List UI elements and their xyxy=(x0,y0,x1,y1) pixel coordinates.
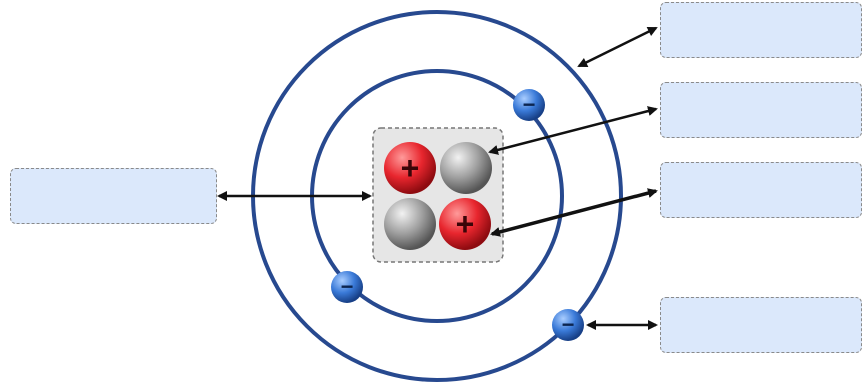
electron-inner-bottom: − xyxy=(331,271,363,303)
label-box-proton[interactable] xyxy=(660,162,862,218)
label-box-electron[interactable] xyxy=(660,297,862,353)
neutron-bottom-left xyxy=(384,198,436,250)
electron-minus-sign: − xyxy=(562,312,575,337)
arrow-outer-shell xyxy=(577,26,658,68)
label-box-neutron[interactable] xyxy=(660,82,862,138)
arrow-proton xyxy=(490,188,658,237)
proton-bottom-right: + xyxy=(439,198,491,250)
label-box-outer-shell[interactable] xyxy=(660,2,862,58)
arrow-neutron xyxy=(488,106,658,155)
proton-plus-sign: + xyxy=(401,150,420,186)
proton-plus-sign: + xyxy=(456,206,475,242)
neutron-top-right xyxy=(440,142,492,194)
electron-inner-top: − xyxy=(513,89,545,121)
proton-top-left: + xyxy=(384,142,436,194)
electron-outer: − xyxy=(552,309,584,341)
label-box-left[interactable] xyxy=(10,168,217,224)
electron-minus-sign: − xyxy=(341,274,354,299)
electron-minus-sign: − xyxy=(523,92,536,117)
